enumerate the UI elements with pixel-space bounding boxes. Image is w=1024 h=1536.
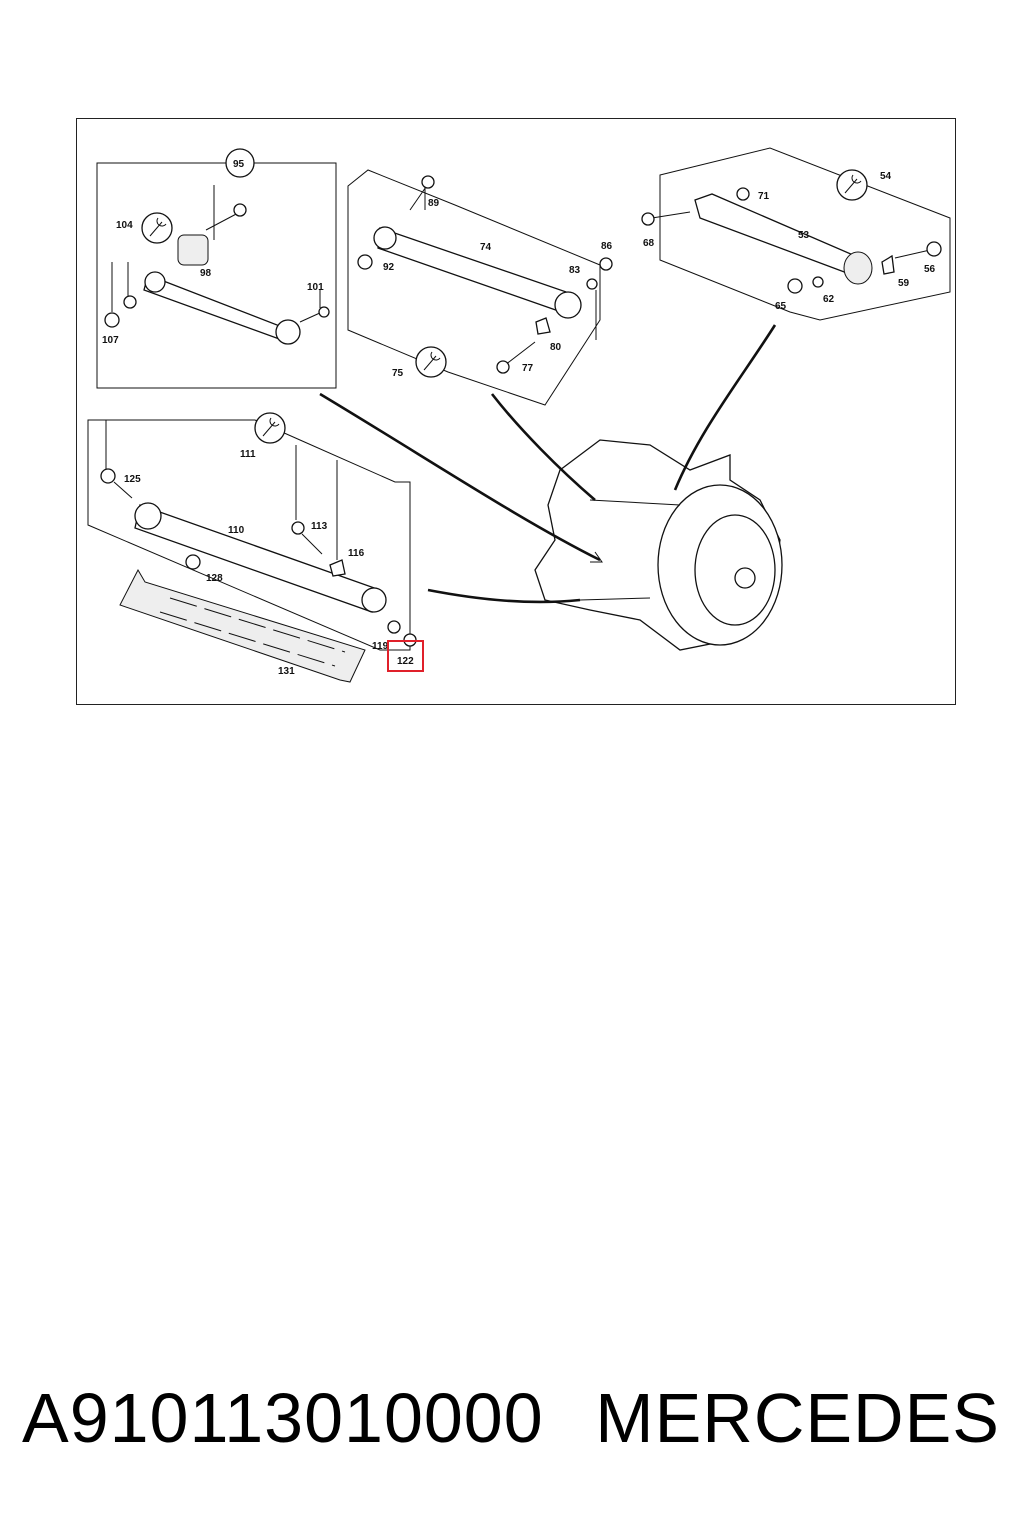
callout-92[interactable]: 92 [383, 262, 395, 273]
group-frame-53 [659, 147, 951, 321]
arrow-95 [319, 392, 601, 562]
callout-104[interactable]: 104 [116, 220, 133, 231]
callout-74[interactable]: 74 [480, 242, 492, 253]
nut-86 [599, 257, 613, 271]
callout-101[interactable]: 101 [307, 282, 324, 293]
nut-128 [185, 554, 201, 570]
nut-71 [736, 187, 750, 201]
callout-107[interactable]: 107 [102, 335, 119, 346]
control-arm-74 [377, 227, 576, 316]
callout-53[interactable]: 53 [798, 230, 810, 241]
nut-107 [104, 312, 120, 328]
callout-111[interactable]: 111 [240, 449, 256, 460]
part-number: A910113010000 [22, 1379, 544, 1457]
callout-95[interactable]: 95 [233, 159, 245, 170]
bushing-98 [177, 234, 209, 266]
arrow-122 [427, 588, 581, 604]
highlight-box [387, 640, 424, 672]
group-frame-74 [347, 169, 601, 406]
nut-92 [357, 254, 373, 270]
callout-56[interactable]: 56 [924, 264, 936, 275]
control-arm-53 [694, 193, 861, 277]
control-arm-95 [143, 274, 292, 341]
callout-71[interactable]: 71 [758, 191, 770, 202]
arrow-65 [673, 324, 777, 491]
inset-box-95 [96, 162, 337, 389]
callout-116[interactable]: 116 [348, 548, 365, 559]
brand-name: MERCEDES [595, 1379, 1000, 1457]
callout-113[interactable]: 113 [311, 521, 328, 532]
callout-110[interactable]: 110 [228, 525, 245, 536]
arrow-75 [490, 393, 596, 501]
callout-125[interactable]: 125 [124, 474, 141, 485]
callout-75[interactable]: 75 [392, 368, 404, 379]
callout-circle-95 [225, 148, 255, 178]
callout-62[interactable]: 62 [823, 294, 835, 305]
callout-80[interactable]: 80 [550, 342, 562, 353]
caption: A910113010000 MERCEDES [0, 1378, 1024, 1468]
diagram-frame [76, 118, 956, 705]
callout-122[interactable]: 122 [397, 656, 414, 667]
nut-65 [787, 278, 803, 294]
callout-128[interactable]: 128 [206, 573, 223, 584]
callout-98[interactable]: 98 [200, 268, 212, 279]
callout-83[interactable]: 83 [569, 265, 581, 276]
callout-77[interactable]: 77 [522, 363, 534, 374]
callout-54[interactable]: 54 [880, 171, 892, 182]
callout-119[interactable]: 119 [372, 641, 389, 652]
callout-86[interactable]: 86 [601, 241, 613, 252]
callout-68[interactable]: 68 [643, 238, 655, 249]
callout-65[interactable]: 65 [775, 301, 787, 312]
callout-131[interactable]: 131 [278, 666, 295, 677]
callout-89[interactable]: 89 [428, 198, 440, 209]
callout-59[interactable]: 59 [898, 278, 910, 289]
strut-131 [119, 568, 366, 683]
